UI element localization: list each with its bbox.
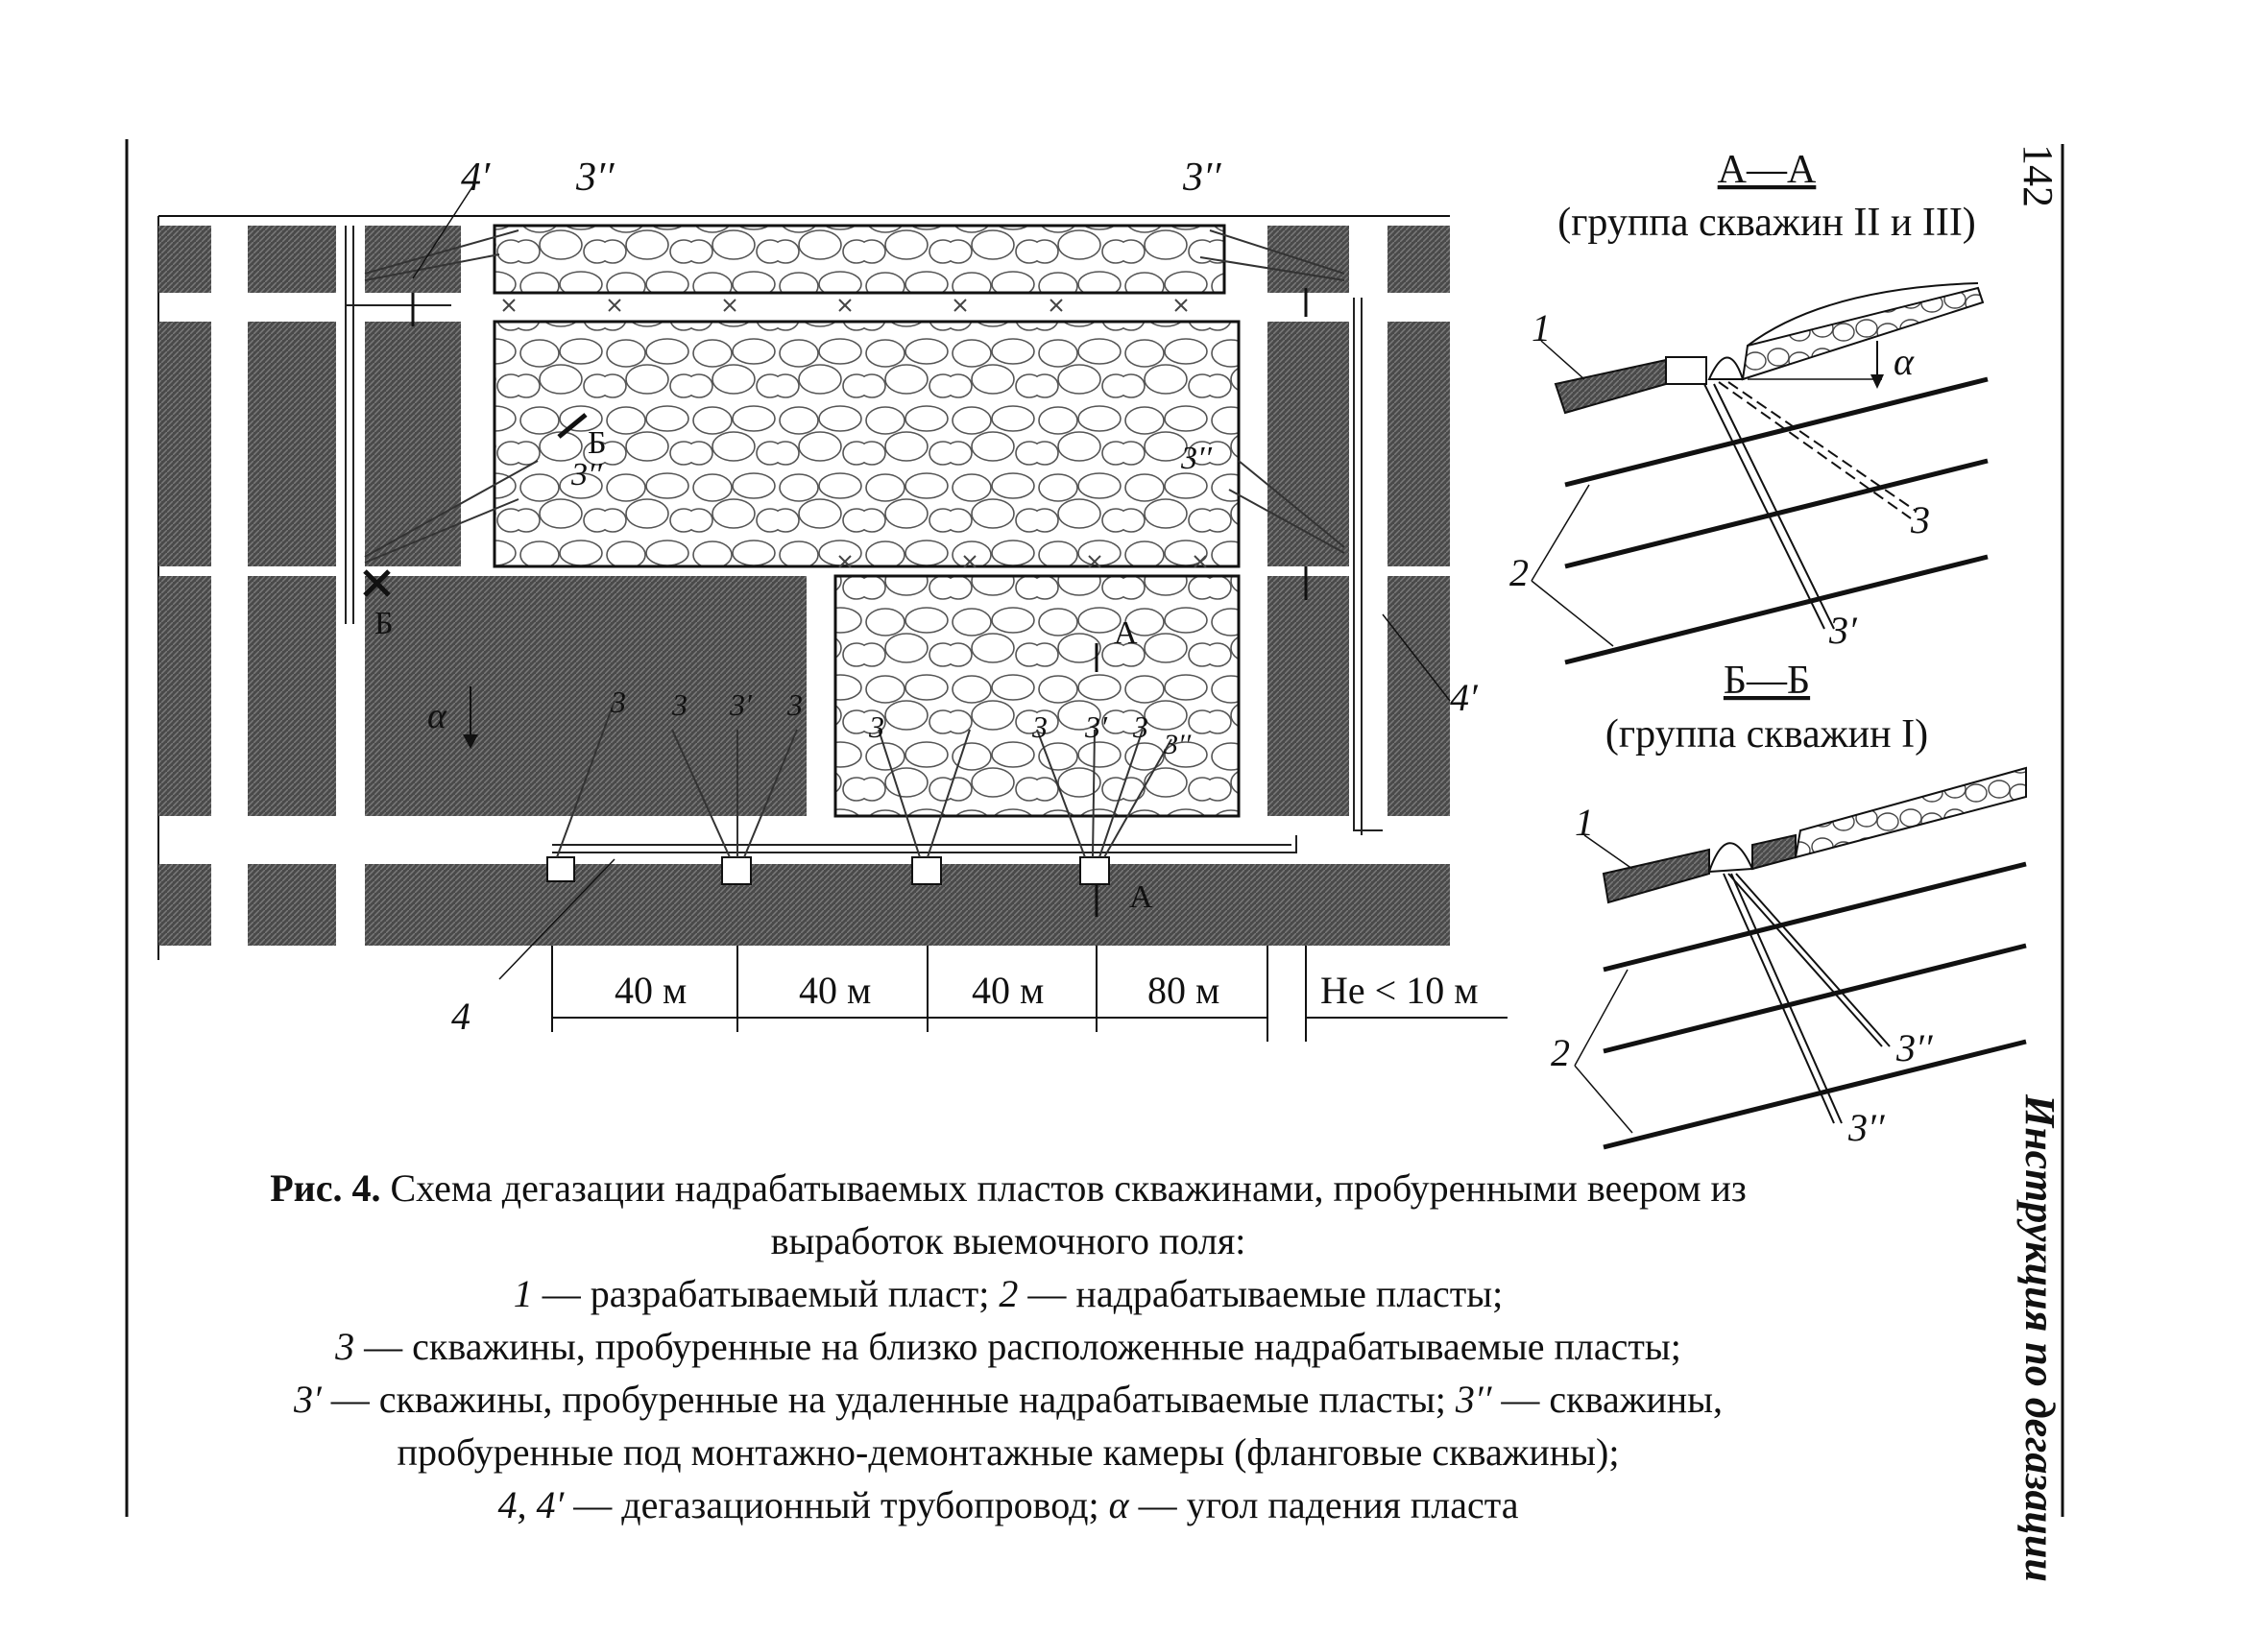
aa-label-2: 2: [1509, 551, 1529, 594]
section-bb-subtitle: (группа скважин I): [1605, 712, 1928, 756]
section-aa-title: А—А: [1718, 148, 1817, 192]
aa-label-3prime: 3′: [1828, 609, 1858, 652]
dim-40m-1: 40 м: [615, 969, 687, 1012]
aa-label-alpha: α: [1894, 340, 1915, 383]
label-3prime-a: 3′: [729, 687, 753, 722]
x-mark: [838, 555, 852, 568]
x-mark: [1050, 299, 1063, 312]
label-3pp-inner-right: 3′′: [1180, 441, 1212, 476]
x-mark: [502, 299, 516, 312]
dim-80m: 80 м: [1147, 969, 1219, 1012]
legend-2-key: 2: [999, 1272, 1019, 1315]
label-3prime-b: 3′: [1084, 709, 1108, 744]
figure-caption: Рис. 4. Схема дегазации надрабатываемых …: [192, 1162, 1824, 1531]
legend-alpha-text: — угол падения пласта: [1128, 1483, 1519, 1526]
x-mark: [1088, 555, 1101, 568]
page-number: 142: [2015, 144, 2062, 207]
legend-3-text: — скважины, пробуренные на близко распол…: [354, 1325, 1681, 1368]
label-section-a-lower: А: [1129, 879, 1153, 915]
aa-label-3: 3: [1910, 498, 1930, 541]
aa-label-1: 1: [1532, 306, 1551, 349]
large-pillar: [365, 576, 807, 816]
goaf-lower: [833, 574, 1241, 818]
x-mark: [963, 555, 977, 568]
section-bb-drawing: [1574, 766, 2027, 1150]
x-mark: [838, 299, 852, 312]
plan-view: [157, 181, 1451, 980]
caption-fig-label: Рис. 4.: [270, 1166, 381, 1210]
legend-3-key: 3: [335, 1325, 355, 1368]
label-4-bottom: 4: [451, 995, 470, 1038]
section-aa-subtitle: (группа скважин II и III): [1557, 201, 1976, 245]
x-mark: [1194, 555, 1207, 568]
label-3-c: 3: [786, 687, 803, 722]
legend-1-text: — разрабатываемый пласт;: [532, 1272, 1000, 1315]
legend-alpha-key: α: [1108, 1483, 1129, 1526]
x-mark: [953, 299, 967, 312]
label-alpha-plan: α: [427, 696, 447, 736]
x-mark: [723, 299, 736, 312]
legend-1-key: 1: [513, 1272, 533, 1315]
label-3-a: 3: [610, 684, 626, 719]
label-3-d: 3: [868, 709, 884, 744]
bb-label-3pp-a: 3′′: [1895, 1026, 1934, 1069]
label-3pp-inner-left: 3′′: [570, 457, 602, 492]
goaf-top: [493, 224, 1226, 295]
legend-4-text: — дегазационный трубопровод;: [564, 1483, 1109, 1526]
bb-label-3pp-b: 3′′: [1847, 1106, 1886, 1149]
legend-3pp-text: — скважины, пробуренные под монтажно-дем…: [397, 1378, 1724, 1474]
bb-label-2: 2: [1551, 1031, 1570, 1074]
dim-not-less-10m: Не < 10 м: [1320, 969, 1479, 1012]
label-section-b-upper: Б: [588, 425, 607, 461]
bb-label-1: 1: [1575, 801, 1594, 844]
label-4prime-top: 4′: [461, 156, 491, 200]
section-bb-title: Б—Б: [1724, 659, 1810, 703]
dim-40m-2: 40 м: [799, 969, 871, 1012]
legend-3p-text: — скважины, пробуренные на удаленные над…: [321, 1378, 1456, 1421]
label-3-e: 3: [1031, 709, 1048, 744]
label-section-b-lower: Б: [374, 606, 394, 641]
label-3-b: 3: [671, 687, 688, 722]
dim-40m-3: 40 м: [972, 969, 1044, 1012]
label-section-a-upper: А: [1114, 615, 1138, 651]
running-title: Инструкция по дегазации: [2016, 1094, 2063, 1582]
legend-3p-key: 3′: [293, 1378, 322, 1421]
label-3-f: 3: [1132, 709, 1148, 744]
label-3pp-top-right: 3′′: [1182, 156, 1221, 200]
legend-3pp-key: 3′′: [1455, 1378, 1492, 1421]
goaf-middle: [493, 320, 1241, 568]
x-mark: [608, 299, 621, 312]
caption-fig-text: Схема дегазации надрабатываемых пластов …: [380, 1166, 1747, 1262]
label-4prime-right: 4′: [1450, 676, 1479, 719]
legend-2-text: — надрабатываемые пласты;: [1018, 1272, 1504, 1315]
x-mark: [1174, 299, 1188, 312]
label-3pp-top-left: 3′′: [575, 156, 615, 200]
section-aa-drawing: [1531, 282, 1989, 665]
legend-4-key: 4, 4′: [497, 1483, 565, 1526]
dimension-line: [551, 946, 1508, 1042]
label-3pp-lower: 3′′: [1163, 729, 1192, 760]
